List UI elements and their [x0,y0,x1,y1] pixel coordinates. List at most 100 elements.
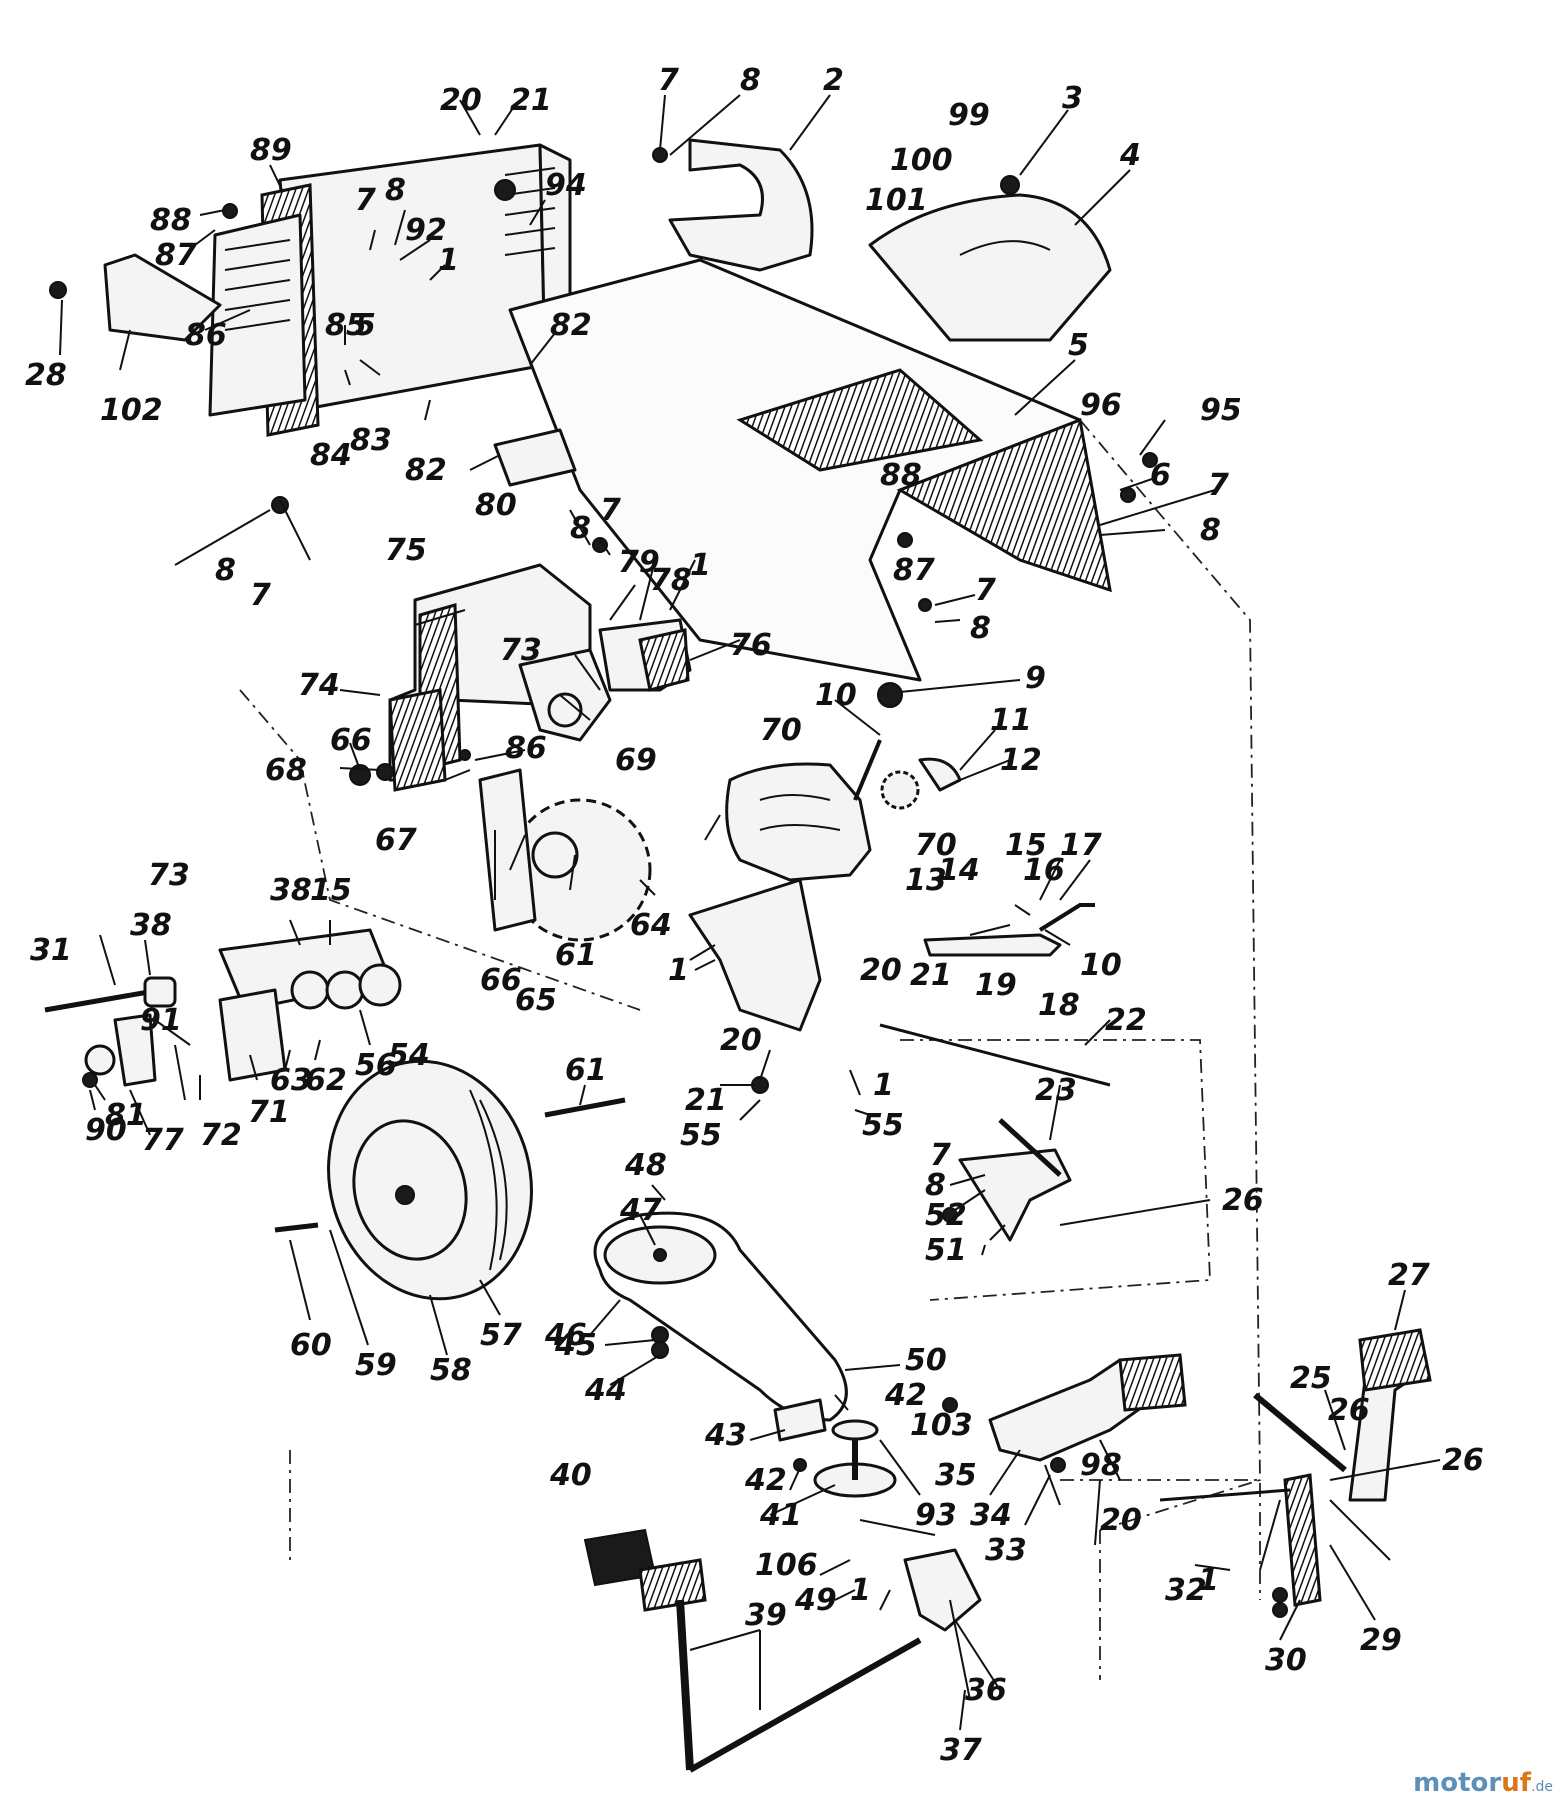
callout-79: 79 [618,545,660,580]
callout-22: 22 [1105,1003,1147,1038]
callout-68: 68 [265,753,307,788]
lever-10 [853,682,903,801]
callout-8: 8 [570,511,591,546]
callout-102: 102 [100,393,163,428]
callout-80: 80 [475,488,517,523]
callout-98: 98 [1080,1448,1122,1483]
callout-1: 1 [850,1573,871,1608]
watermark-part1: motor [1413,1768,1502,1798]
callout-100: 100 [890,143,953,178]
callout-27: 27 [1388,1258,1430,1293]
pulley-41 [813,1419,897,1498]
hinge-80 [493,428,577,487]
plate-64 [688,878,822,1032]
callout-8: 8 [740,63,761,98]
callout-34: 34 [970,1498,1012,1533]
callout-labels: 2 3 4 5 6 7 7 7 7 7 7 7 8 8 8 8 8 8 8 9 … [25,63,1484,1768]
callout-19: 19 [975,968,1017,1003]
callout-18: 18 [1038,988,1080,1023]
callout-7: 7 [600,493,621,528]
rear-panel-94 [278,143,572,412]
pulley-47 [603,1225,717,1285]
callout-106: 106 [755,1548,818,1583]
strap-2 [668,138,814,272]
callout-90: 90 [85,1113,127,1148]
callout-93: 93 [915,1498,957,1533]
callout-59: 59 [355,1348,397,1383]
callout-45: 45 [554,1328,597,1363]
callout-1: 1 [438,243,459,278]
callout-91: 91 [140,1003,182,1038]
callout-99: 99 [948,98,990,133]
callout-85: 85 [325,308,367,343]
body-5 [508,258,1112,682]
callout-26: 26 [1222,1183,1264,1218]
callout-11: 11 [990,703,1032,738]
callout-14: 14 [938,853,980,888]
callout-1: 1 [1198,1563,1219,1598]
fasteners [49,147,1288,1618]
callout-52: 52 [925,1198,967,1233]
pedal-27 [1348,1328,1432,1502]
callout-101: 101 [865,183,928,218]
rod-22 [879,1023,1111,1087]
callout-86: 86 [505,731,547,766]
callout-60: 60 [290,1328,332,1363]
callout-83: 83 [350,423,392,458]
callout-64: 64 [630,908,672,943]
callout-15: 15 [1005,828,1047,863]
seat-bracket-75 [388,563,592,792]
callout-6: 6 [1150,458,1171,493]
callout-15: 15 [310,873,352,908]
axle-61 [544,1097,626,1118]
callout-7: 7 [355,183,376,218]
callout-23: 23 [1035,1073,1077,1108]
callout-8: 8 [1200,513,1221,548]
leader-lines [59,94,1441,1731]
pedal-pad-40 [583,1528,707,1612]
callout-10: 10 [815,678,857,713]
callout-1: 1 [690,548,711,583]
callout-87: 87 [155,238,197,273]
bracket-102 [103,253,222,342]
callout-71: 71 [248,1095,290,1130]
axle-assembly-73 [44,928,402,1087]
callout-31: 31 [30,933,72,968]
callout-73: 73 [148,858,190,893]
callout-49: 49 [794,1583,837,1618]
bracket-78 [598,618,692,692]
callout-32: 32 [1165,1573,1207,1608]
callout-7: 7 [930,1138,951,1173]
callout-96: 96 [1080,388,1122,423]
watermark-logo: motoruf.de [1413,1768,1553,1798]
callout-66: 66 [330,723,372,758]
callout-3: 3 [1062,81,1083,116]
callout-38: 38 [130,908,172,943]
callout-40: 40 [549,1458,592,1493]
callout-63: 63 [270,1063,312,1098]
transmission-70 [725,762,872,882]
callout-54: 54 [388,1038,430,1073]
callout-7: 7 [1208,468,1229,503]
callout-8: 8 [925,1168,946,1203]
callout-84: 84 [310,438,352,473]
callout-20: 20 [1100,1503,1142,1538]
callout-72: 72 [200,1118,242,1153]
callout-2: 2 [823,63,844,98]
callout-7: 7 [658,63,679,98]
callout-58: 58 [430,1353,472,1388]
callout-25: 25 [1290,1361,1332,1396]
bracket-98 [988,1353,1187,1462]
callout-61: 61 [565,1053,607,1088]
callout-30: 30 [1265,1643,1307,1678]
callout-20: 20 [720,1023,762,1058]
callout-61: 61 [555,938,597,973]
callout-87: 87 [893,553,935,588]
callout-73: 73 [500,633,542,668]
frame-outline [239,259,1261,1680]
callout-56: 56 [355,1048,397,1083]
callout-67: 67 [375,823,417,858]
callout-21: 21 [510,83,552,118]
callout-17: 17 [1060,828,1102,863]
